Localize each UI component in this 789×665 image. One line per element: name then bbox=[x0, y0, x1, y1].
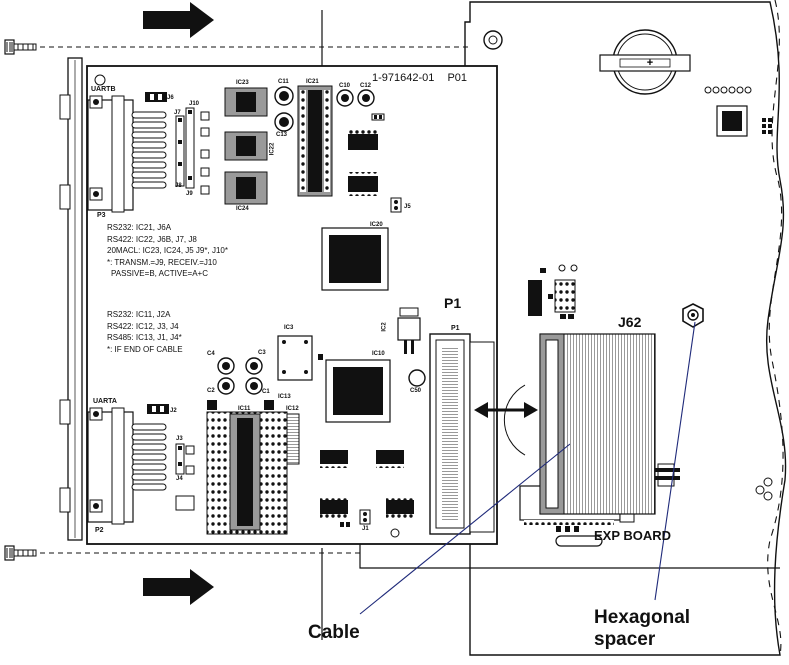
ic10-label: IC10 bbox=[372, 351, 385, 357]
p2-label: P2 bbox=[95, 527, 104, 534]
uartb-note-1: RS232: IC21, J6A bbox=[107, 223, 172, 232]
c50-label: C50 bbox=[410, 388, 422, 394]
c10-label: C10 bbox=[339, 83, 351, 89]
chassis-chip-2 bbox=[528, 280, 542, 316]
ic20-label: IC20 bbox=[370, 222, 383, 228]
svg-text:+: + bbox=[647, 57, 653, 69]
dsub-connector-uarta bbox=[87, 407, 167, 525]
j4-label: J4 bbox=[176, 476, 183, 482]
ic7 bbox=[348, 172, 378, 196]
j8-label: J8 bbox=[175, 183, 182, 189]
exp-board-label: EXP BOARD bbox=[594, 528, 672, 543]
jumper-array-uarta bbox=[175, 443, 195, 511]
ic21 bbox=[297, 85, 333, 197]
uartb-note-3: 20MACL: IC23, IC24, J5 J9*, J10* bbox=[107, 246, 228, 255]
ic24-label: IC24 bbox=[236, 206, 249, 212]
ic24 bbox=[224, 171, 268, 205]
j5-label: J5 bbox=[404, 204, 411, 210]
uarta-note-1: RS232: IC11, J2A bbox=[107, 310, 171, 319]
ic12-label: IC12 bbox=[286, 406, 299, 412]
uarta-label: UARTA bbox=[93, 398, 117, 405]
ic21-label: IC21 bbox=[306, 79, 319, 85]
ic2 bbox=[397, 307, 421, 354]
ic23-label: IC23 bbox=[236, 80, 249, 86]
p1-chassis-label: P1 bbox=[444, 295, 462, 311]
j3-label: J3 bbox=[176, 436, 183, 442]
j1-label: J1 bbox=[362, 526, 369, 532]
ic3-label: IC3 bbox=[284, 325, 294, 331]
c1-label: C1 bbox=[262, 389, 270, 395]
uartb-note-4: *: TRANSM.=J9, RECEIV.=J10 bbox=[107, 257, 217, 267]
insert-arrow-bottom bbox=[143, 569, 214, 605]
ic2-label: IC2 bbox=[381, 322, 388, 332]
uartb-note-2: RS422: IC22, J6B, J7, J8 bbox=[107, 234, 197, 244]
c2-label: C2 bbox=[207, 388, 215, 394]
c4-label: C4 bbox=[207, 351, 215, 357]
ic13-label: IC13 bbox=[278, 394, 291, 400]
c13-label: C13 bbox=[276, 132, 288, 138]
p3-label: P3 bbox=[97, 212, 106, 219]
uarta-note-2: RS422: IC12, J3, J4 bbox=[107, 321, 179, 331]
ic3 bbox=[277, 335, 313, 381]
dsub-connector-uartb bbox=[87, 95, 167, 213]
ic22-label: IC22 bbox=[269, 142, 276, 156]
chassis-pad-row bbox=[704, 86, 752, 94]
part-number-text: 1-971642-01 bbox=[372, 72, 435, 84]
jumper-j1 bbox=[359, 509, 371, 525]
j62-label: J62 bbox=[618, 314, 642, 330]
c11-label: C11 bbox=[278, 79, 289, 85]
j7-label: J7 bbox=[174, 110, 181, 116]
screw-bottom bbox=[4, 545, 37, 561]
jumper-array-uartb bbox=[175, 107, 210, 195]
cable-callout-label: Cable bbox=[308, 622, 360, 643]
hexagonal-spacer-callout-label: Hexagonal spacer bbox=[594, 607, 691, 650]
uarta-note-3: RS485: IC13, J1, J4* bbox=[107, 333, 182, 342]
uartb-note-5: PASSIVE=B, ACTIVE=A+C bbox=[111, 269, 209, 278]
insert-arrow-top bbox=[143, 2, 214, 38]
uartb-label: UARTB bbox=[91, 86, 116, 93]
board-part-number: 1-971642-01 P01 bbox=[372, 72, 467, 84]
connector-p1 bbox=[429, 333, 495, 535]
jumper-j6 bbox=[145, 92, 167, 102]
c3-label: C3 bbox=[258, 350, 266, 356]
hexagonal-spacer bbox=[682, 303, 704, 328]
ic-small-bottom bbox=[320, 446, 414, 518]
ic8 bbox=[348, 130, 378, 154]
ic23 bbox=[224, 87, 268, 117]
p1-board-label: P1 bbox=[451, 325, 460, 332]
j9-label: J9 bbox=[186, 191, 193, 197]
ic22 bbox=[224, 131, 268, 161]
uarta-note-4: *: IF END OF CABLE bbox=[107, 344, 183, 354]
j6-label: J6 bbox=[167, 95, 174, 101]
revision-text: P01 bbox=[447, 72, 468, 84]
ribbon-cable bbox=[503, 333, 656, 515]
battery-holder: + bbox=[599, 29, 691, 95]
c12-label: C12 bbox=[360, 83, 372, 89]
cable-callout-line bbox=[359, 443, 571, 615]
ic11-label: IC11 bbox=[238, 406, 251, 412]
jumper-j2 bbox=[147, 404, 169, 414]
front-panel bbox=[59, 57, 83, 541]
screw-top bbox=[4, 39, 37, 55]
capacitor-c50 bbox=[408, 369, 426, 387]
spacer-callout-line bbox=[654, 321, 696, 601]
j10-label: J10 bbox=[189, 101, 200, 107]
connection-arrow bbox=[474, 402, 538, 418]
j2-label: J2 bbox=[170, 408, 177, 414]
ic11-socket-array bbox=[206, 411, 288, 535]
ic10 bbox=[325, 359, 391, 423]
ic20 bbox=[321, 227, 389, 291]
